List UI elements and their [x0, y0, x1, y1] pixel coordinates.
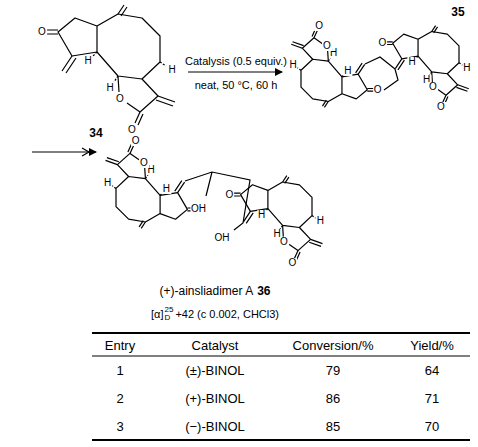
table-cell: (+)-BINOL [185, 392, 245, 405]
table-cell: 70 [425, 420, 439, 433]
compound-number: 35 [451, 6, 464, 18]
atom-label: O [225, 190, 235, 200]
atom-label: O [279, 237, 289, 247]
atom-label: H [289, 60, 298, 70]
atom-label: H [408, 57, 417, 67]
table-cell: 85 [326, 420, 340, 433]
optical-rotation: [α]25D+42 (c 0.002, CHCl3) [151, 306, 279, 322]
atom-label: O [322, 41, 332, 51]
table-cell: 64 [425, 364, 439, 377]
table-header: Entry [105, 339, 135, 352]
table-cell: (−)-BINOL [185, 420, 245, 433]
table-header: Yield/% [410, 339, 454, 352]
atom-label: O [373, 85, 383, 95]
table-header: Catalyst [192, 339, 239, 352]
compound-caption: (+)-ainsliadimer A 36 [159, 285, 270, 297]
atom-label: O [127, 125, 137, 135]
atom-label: O [131, 136, 141, 146]
table-cell: (±)-BINOL [185, 364, 244, 377]
table-cell: 71 [425, 392, 439, 405]
atom-label: O [377, 38, 387, 48]
atom-label: O [428, 82, 438, 92]
reaction-condition: Catalysis (0.5 equiv.) [185, 56, 287, 67]
compound-name: (+)-ainsliadimer A [159, 285, 253, 297]
table-cell: 79 [326, 364, 340, 377]
line-subscript: D [164, 314, 173, 322]
atom-label: O [139, 158, 149, 168]
table-header: Conversion/% [293, 339, 374, 352]
atom-label: OH [214, 233, 231, 243]
table-cell: 2 [116, 392, 123, 405]
atom-label: H [167, 65, 176, 75]
atom-label: H [343, 66, 352, 76]
atom-label: H [316, 216, 325, 226]
atom-label: H [462, 63, 471, 73]
atom-label: H [105, 83, 114, 93]
atom-label: O [37, 27, 47, 37]
temperature-superscript: 25 [164, 306, 173, 314]
sup-sub-stack: 25D [164, 306, 173, 322]
compound-number: 36 [257, 285, 270, 297]
rotation-symbol: [α] [151, 309, 163, 320]
atom-label: H [162, 184, 171, 194]
atom-label: O [436, 102, 446, 112]
atom-label: O [288, 258, 298, 268]
atom-label: OH [190, 204, 207, 214]
atom-label: H [257, 210, 266, 220]
atom-label: O [115, 94, 125, 104]
atom-label: H [103, 178, 112, 188]
table-cell: 86 [326, 392, 340, 405]
table-cell: 3 [116, 420, 123, 433]
atom-label: O [314, 21, 324, 31]
reaction-condition: neat, 50 °C, 60 h [195, 80, 278, 91]
table-cell: 1 [116, 364, 123, 377]
rotation-value: +42 (c 0.002, CHCl3) [175, 309, 279, 320]
compound-number: 34 [89, 127, 102, 139]
atom-label: H [83, 56, 92, 66]
